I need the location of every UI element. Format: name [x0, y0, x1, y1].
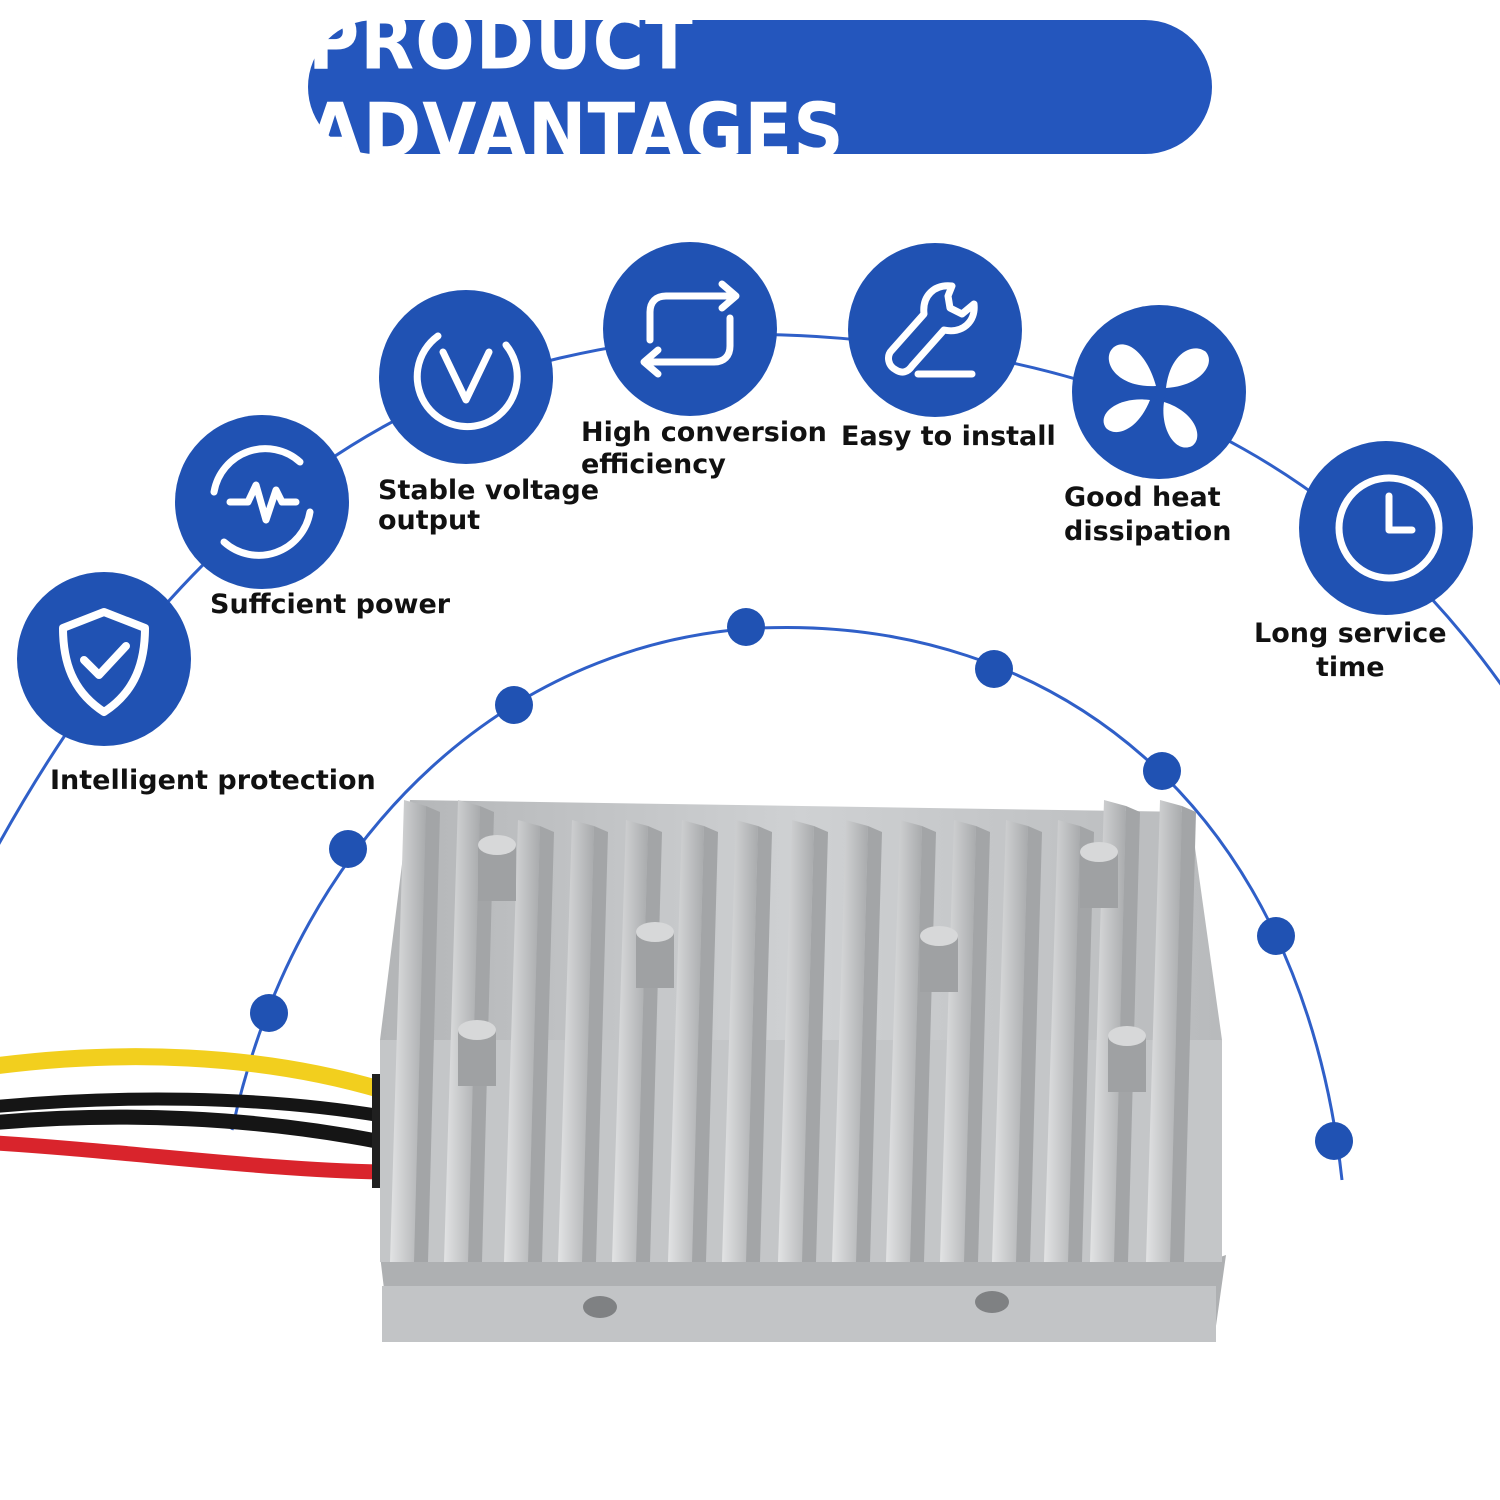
heat-sink-fin-shadow	[692, 826, 718, 1262]
label-line: output	[378, 505, 481, 536]
label-line: Suffcient power	[210, 589, 451, 620]
heat-sink-fin	[1146, 800, 1182, 1262]
heat-sink-fin	[940, 820, 976, 1262]
heat-sink-fin-shadow	[802, 826, 828, 1262]
heat-sink-fin-shadow	[1068, 826, 1094, 1262]
feature-label-intelligent-protection: Intelligent protection	[50, 765, 376, 797]
label-line: Easy to install	[841, 421, 1056, 452]
heat-sink-fin	[778, 820, 814, 1262]
heat-sink-fin	[992, 820, 1028, 1262]
heat-sink-fin-shadow	[746, 826, 772, 1262]
feature-icon-long-service	[1299, 441, 1473, 615]
feature-label-high-conversion: High conversion efficiency	[581, 417, 827, 481]
loop-arrows-icon	[640, 280, 740, 378]
arc-dot	[329, 830, 367, 868]
feature-label-sufficient-power: Suffcient power	[210, 589, 450, 621]
label-line: Stable voltage	[378, 475, 600, 506]
page-title: PRODUCT ADVANTAGES	[308, 0, 845, 176]
heat-sink-fin	[558, 820, 594, 1262]
label-line: time	[1315, 652, 1385, 683]
arc-dot	[1143, 752, 1181, 790]
feature-icon-intelligent-protection	[17, 572, 191, 746]
heat-sink-fin	[1044, 820, 1080, 1262]
heat-sink-fin-shadow	[414, 806, 440, 1262]
feature-icon-sufficient-power	[175, 415, 349, 589]
title-banner: PRODUCT ADVANTAGES	[308, 0, 1212, 176]
feature-label-stable-voltage: Stable voltage output	[378, 476, 599, 536]
heat-sink-fin-shadow	[1170, 806, 1196, 1262]
feature-label-easy-install: Easy to install	[841, 421, 1056, 453]
arc-dot	[1315, 1122, 1353, 1160]
feature-icon-heat-dissipation	[1072, 305, 1246, 479]
heat-sink-fin-shadow	[528, 826, 554, 1262]
feature-label-long-service: Long service time	[1254, 617, 1447, 685]
arc-dot	[1257, 917, 1295, 955]
clock-icon	[1335, 474, 1443, 582]
heat-sink-fin	[832, 820, 868, 1262]
wrench-icon	[885, 282, 978, 378]
arc-dot	[727, 608, 765, 646]
heat-sink-fin	[504, 820, 540, 1262]
mounting-pegs	[458, 835, 1146, 1092]
heat-sink-fin-shadow	[964, 826, 990, 1262]
arc-dot	[495, 686, 533, 724]
pulse-icon	[210, 445, 314, 559]
label-line: Intelligent protection	[50, 765, 376, 796]
heat-sink-fin	[668, 820, 704, 1262]
fan-icon	[1103, 344, 1209, 448]
shield-check-icon	[59, 608, 149, 716]
feature-icon-easy-install	[848, 243, 1022, 417]
heat-sink-fin	[722, 820, 758, 1262]
label-line: Long service	[1254, 618, 1447, 649]
converter-wires	[0, 1048, 391, 1188]
arc-dot	[250, 994, 288, 1032]
heat-sink-fin-shadow	[582, 826, 608, 1262]
arc-dot	[975, 650, 1013, 688]
heat-sink-fin	[1090, 800, 1126, 1262]
v-circle-icon	[413, 332, 521, 431]
dc-converter-housing	[380, 800, 1226, 1342]
label-line: Good heat	[1064, 482, 1221, 513]
label-line: dissipation	[1064, 516, 1232, 547]
feature-icon-stable-voltage	[379, 290, 553, 464]
inner-arc-dots	[250, 608, 1353, 1160]
heat-sink-fin-shadow	[856, 826, 882, 1262]
heat-sink-fin	[886, 820, 922, 1262]
feature-icon-high-conversion	[603, 242, 777, 416]
feature-label-heat-dissipation: Good heat dissipation	[1064, 481, 1231, 549]
label-line: High conversion	[581, 417, 827, 448]
heat-sink-fin-shadow	[1016, 826, 1042, 1262]
label-line: efficiency	[581, 449, 726, 480]
heat-sink-fin	[390, 800, 426, 1262]
